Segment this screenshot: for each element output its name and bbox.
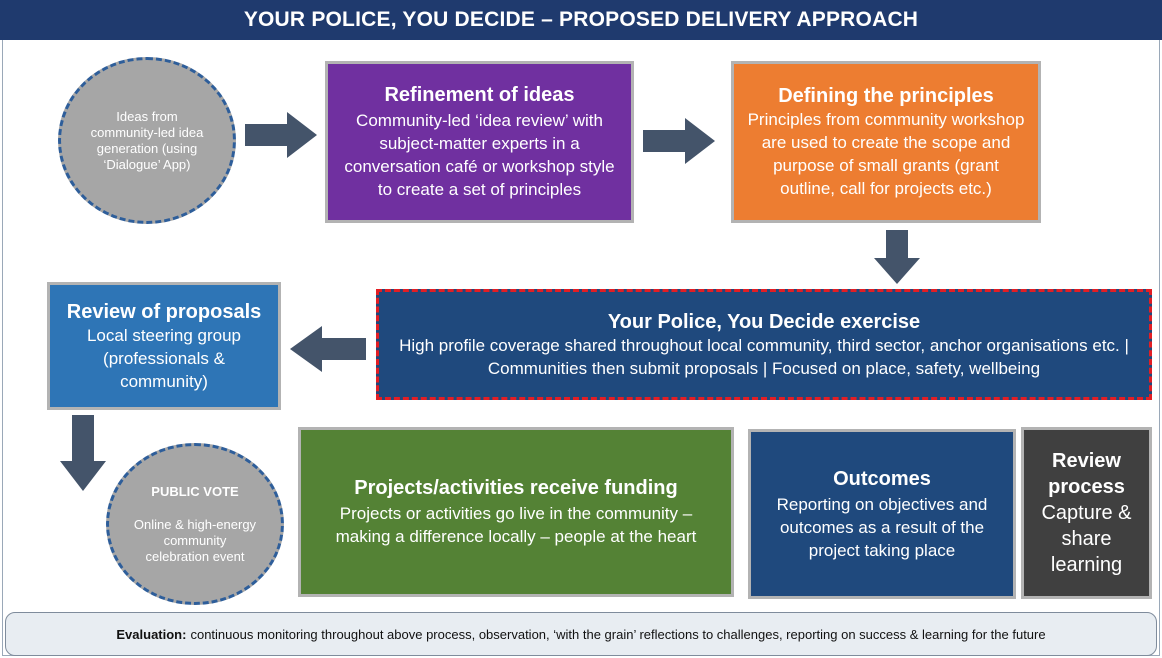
- ideas-circle: Ideas from community-led idea generation…: [58, 57, 236, 224]
- funding-box: Projects/activities receive funding Proj…: [298, 427, 734, 597]
- arrow-left-icon: [290, 326, 366, 372]
- principles-box: Defining the principles Principles from …: [731, 61, 1041, 223]
- funding-title: Projects/activities receive funding: [354, 477, 678, 499]
- review-proposals-title: Review of proposals: [66, 300, 262, 323]
- evaluation-bar: Evaluation: continuous monitoring throug…: [5, 612, 1157, 656]
- evaluation-label: Evaluation:: [116, 626, 187, 642]
- review-proposals-body: Local steering group (professionals & co…: [86, 325, 242, 391]
- review-proposals-box: Review of proposals Local steering group…: [47, 282, 281, 410]
- evaluation-text: continuous monitoring throughout above p…: [190, 626, 1046, 642]
- public-vote-title: PUBLIC VOTE: [151, 483, 239, 499]
- arrow-right-icon: [245, 112, 317, 158]
- page-title: YOUR POLICE, YOU DECIDE – PROPOSED DELIV…: [0, 0, 1162, 40]
- arrow-right-icon: [643, 118, 715, 164]
- refinement-title: Refinement of ideas: [384, 84, 575, 106]
- refinement-body: Community-led ‘idea review’ with subject…: [344, 111, 615, 199]
- funding-body: Projects or activities go live in the co…: [335, 504, 697, 546]
- refinement-box: Refinement of ideas Community-led ‘idea …: [325, 61, 634, 223]
- principles-body: Principles from community workshop are u…: [747, 110, 1025, 198]
- exercise-box: Your Police, You Decide exercise High pr…: [376, 289, 1152, 400]
- public-vote-circle: PUBLIC VOTE Online & high-energy communi…: [106, 443, 284, 605]
- public-vote-body: Online & high-energy community celebrati…: [133, 516, 257, 564]
- ideas-circle-text: Ideas from community-led idea generation…: [90, 108, 204, 172]
- arrow-down-icon: [874, 230, 920, 284]
- outcomes-title: Outcomes: [833, 467, 931, 490]
- review-process-box: Review process Capture & share learning: [1021, 427, 1152, 599]
- principles-title: Defining the principles: [778, 85, 994, 107]
- review-process-title: Review process: [1048, 450, 1125, 498]
- outcomes-box: Outcomes Reporting on objectives and out…: [748, 429, 1016, 599]
- arrow-down-icon: [60, 415, 106, 491]
- exercise-title: Your Police, You Decide exercise: [607, 310, 921, 333]
- exercise-body: High profile coverage shared throughout …: [399, 335, 1129, 378]
- outcomes-body: Reporting on objectives and outcomes as …: [776, 494, 988, 560]
- review-process-body: Capture & share learning: [1041, 502, 1132, 576]
